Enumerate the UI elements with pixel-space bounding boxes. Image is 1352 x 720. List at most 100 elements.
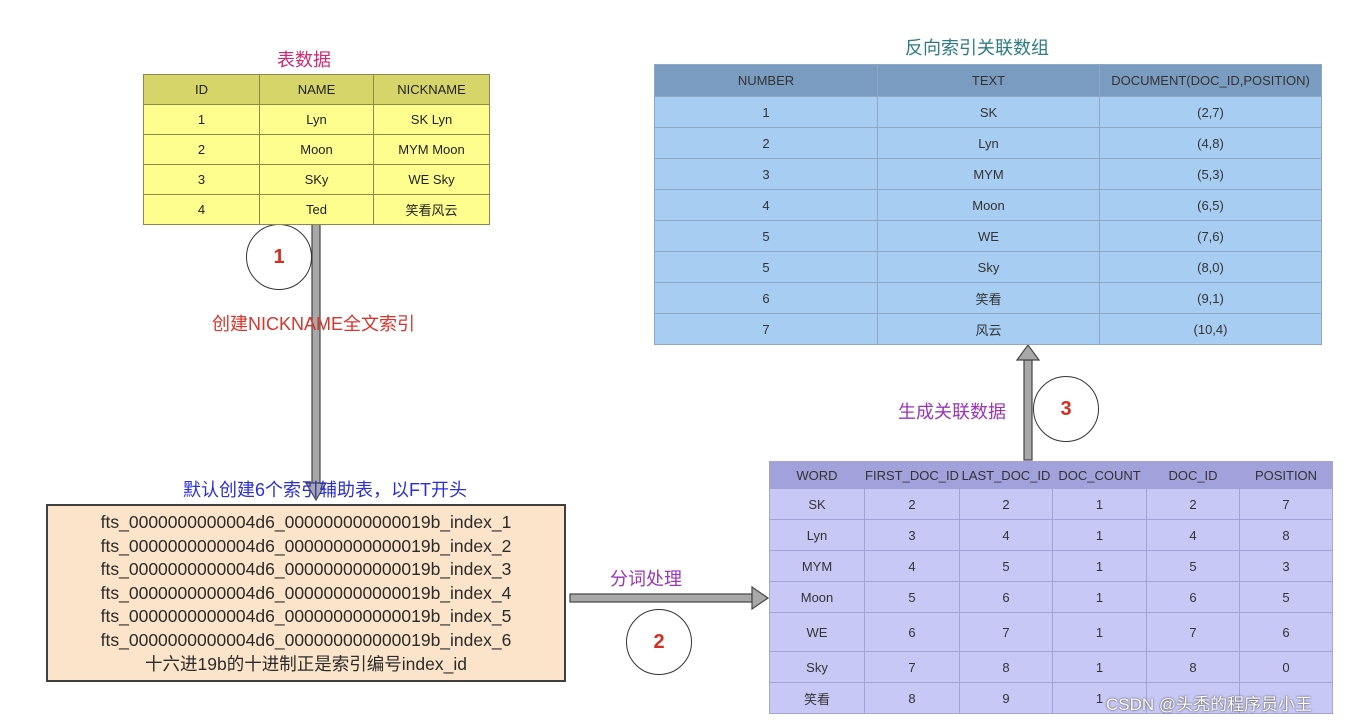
table-header-row: NUMBER TEXT DOCUMENT(DOC_ID,POSITION) <box>654 64 1322 97</box>
table-cell: (9,1) <box>1099 282 1322 314</box>
table-header-cell: FIRST_DOC_ID <box>864 461 960 489</box>
table-cell: Moon <box>259 134 374 165</box>
table-header-row: WORD FIRST_DOC_ID LAST_DOC_ID DOC_COUNT … <box>769 461 1333 489</box>
table-cell: (2,7) <box>1099 96 1322 128</box>
table-header-cell: POSITION <box>1239 461 1333 489</box>
table-cell: Lyn <box>877 127 1100 159</box>
table-cell: 风云 <box>877 313 1100 345</box>
table-cell: 1 <box>1052 612 1147 652</box>
label-generate-assoc: 生成关联数据 <box>898 402 1006 422</box>
fts-table-name: fts_0000000000004d6_000000000000019b_ind… <box>100 629 512 650</box>
table-cell: 4 <box>959 519 1053 551</box>
table-cell: 6 <box>1239 612 1333 652</box>
table-cell: 6 <box>959 581 1053 613</box>
table-cell: Sky <box>769 651 865 683</box>
table-cell: 5 <box>1239 581 1333 613</box>
table-header-cell: ID <box>143 74 260 105</box>
table-cell: 3 <box>143 164 260 195</box>
table-cell: 1 <box>1052 519 1147 551</box>
table-cell: (10,4) <box>1099 313 1322 345</box>
table-header-cell: DOC_ID <box>1146 461 1240 489</box>
table-cell: WE <box>877 220 1100 252</box>
label-default-create: 默认创建6个索引辅助表，以FT开头 <box>183 480 467 500</box>
step-circle-1: 1 <box>246 224 312 290</box>
table-cell: (5,3) <box>1099 158 1322 190</box>
table-cell: (6,5) <box>1099 189 1322 221</box>
table-row: 4 Ted 笑看风云 <box>143 194 490 225</box>
table-cell <box>1146 682 1240 714</box>
label-inverted-index: 反向索引关联数组 <box>905 38 1049 58</box>
table-cell: 6 <box>864 612 960 652</box>
table-row: 1 Lyn SK Lyn <box>143 104 490 135</box>
table-cell: WE <box>769 612 865 652</box>
table-header-cell: LAST_DOC_ID <box>959 461 1053 489</box>
watermark: CSDN @头秃的程序员小王 <box>1106 695 1313 714</box>
table-cell: 1 <box>654 96 878 128</box>
table-cell: (8,0) <box>1099 251 1322 283</box>
table-cell: Lyn <box>259 104 374 135</box>
table-header-cell: NICKNAME <box>373 74 490 105</box>
table-cell: 7 <box>654 313 878 345</box>
table-cell: 8 <box>1239 519 1333 551</box>
table-cell: 1 <box>1052 550 1147 582</box>
table-cell: 3 <box>864 519 960 551</box>
table-cell: 2 <box>959 488 1053 520</box>
table-header-cell: DOC_COUNT <box>1052 461 1147 489</box>
step-circle-3: 3 <box>1033 376 1099 442</box>
table-cell: 5 <box>654 220 878 252</box>
word-table: WORD FIRST_DOC_ID LAST_DOC_ID DOC_COUNT … <box>769 461 1333 714</box>
table-cell: (7,6) <box>1099 220 1322 252</box>
table-cell: 5 <box>959 550 1053 582</box>
table-cell: 6 <box>654 282 878 314</box>
fts-table-name: fts_0000000000004d6_000000000000019b_ind… <box>100 606 512 627</box>
table-header-cell: DOCUMENT(DOC_ID,POSITION) <box>1099 64 1322 97</box>
table-cell: 8 <box>959 651 1053 683</box>
label-create-index: 创建NICKNAME全文索引 <box>212 314 416 334</box>
table-cell: Lyn <box>769 519 865 551</box>
table-header-cell: NAME <box>259 74 374 105</box>
fts-table-name: fts_0000000000004d6_000000000000019b_ind… <box>100 535 512 556</box>
table-cell: Ted <box>259 194 374 225</box>
fts-note: 十六进19b的十进制正是索引编号index_id <box>145 653 467 674</box>
table-cell: 1 <box>1052 488 1147 520</box>
table-header-cell: WORD <box>769 461 865 489</box>
table-cell: SK <box>877 96 1100 128</box>
table-row: 3 SKy WE Sky <box>143 164 490 195</box>
table-cell: 4 <box>864 550 960 582</box>
table-cell <box>1239 682 1333 714</box>
table-cell: 0 <box>1239 651 1333 683</box>
table-cell: 笑看 <box>769 682 865 714</box>
table-cell: 2 <box>864 488 960 520</box>
fts-aux-tables-box: fts_0000000000004d6_000000000000019b_ind… <box>46 504 566 682</box>
table-cell: 8 <box>864 682 960 714</box>
table-cell: 1 <box>143 104 260 135</box>
table-cell: 1 <box>1052 581 1147 613</box>
table-cell: 4 <box>143 194 260 225</box>
table-cell: 7 <box>864 651 960 683</box>
table-cell: SKy <box>259 164 374 195</box>
fts-table-name: fts_0000000000004d6_000000000000019b_ind… <box>100 512 512 532</box>
table-cell: 7 <box>1239 488 1333 520</box>
label-table-data: 表数据 <box>277 50 331 70</box>
fts-table-name: fts_0000000000004d6_000000000000019b_ind… <box>100 582 512 603</box>
table-cell: 1 <box>1052 651 1147 683</box>
step-circle-2: 2 <box>626 609 692 675</box>
fts-table-name: fts_0000000000004d6_000000000000019b_ind… <box>100 559 512 580</box>
table-header-cell: NUMBER <box>654 64 878 97</box>
table-cell: 5 <box>1146 550 1240 582</box>
table-header-row: ID NAME NICKNAME <box>143 74 490 105</box>
